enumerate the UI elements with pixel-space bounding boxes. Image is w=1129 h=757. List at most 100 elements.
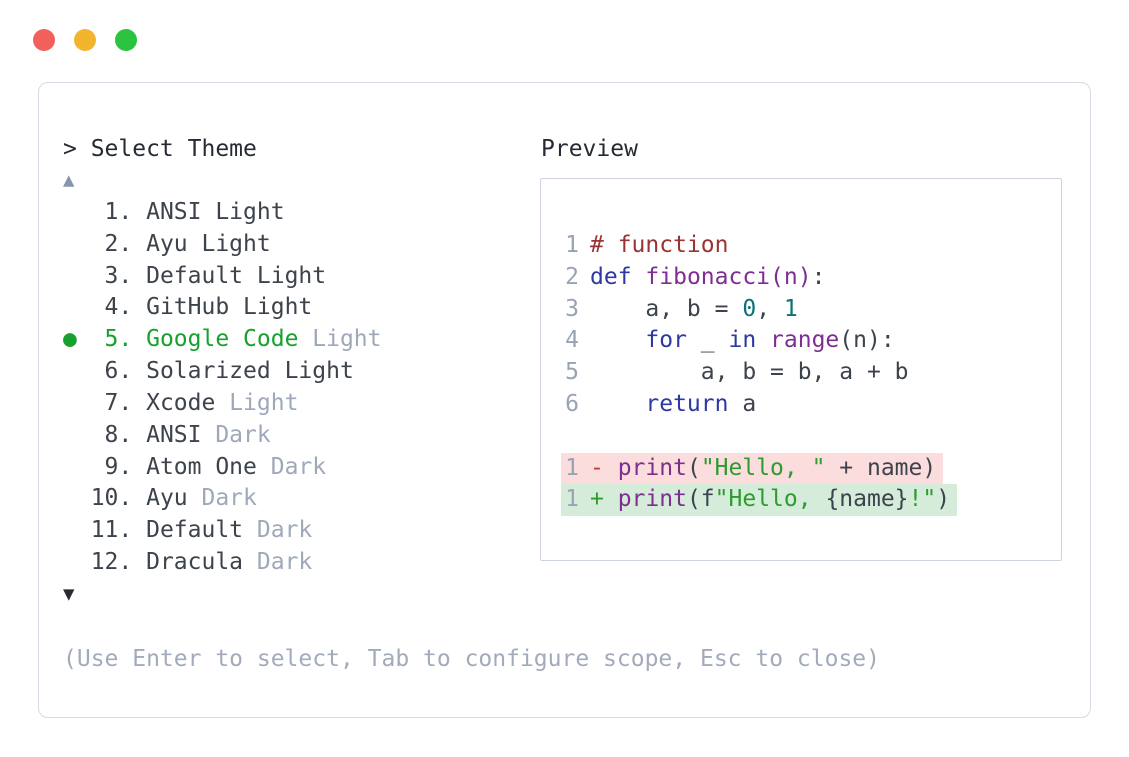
code-token: :	[811, 263, 826, 290]
code-line-content: 5 a, b = b, a + b	[561, 357, 916, 389]
theme-item-variant: Light	[187, 230, 271, 257]
code-token: a	[728, 390, 757, 417]
code-token: (f	[686, 486, 715, 513]
preview-heading: Preview	[541, 136, 638, 162]
code-token: (	[686, 454, 701, 481]
theme-item-name: ANSI	[146, 421, 202, 448]
theme-item-name: Google Code	[146, 326, 299, 353]
theme-item-number: 12.	[90, 549, 147, 576]
scroll-up-icon[interactable]: ▲	[63, 169, 75, 191]
code-token: )	[936, 486, 951, 513]
marker-spacer	[63, 549, 91, 575]
line-number: 3	[565, 295, 579, 322]
marker-spacer	[63, 485, 91, 511]
theme-list-item[interactable]: 10. Ayu Dark	[63, 483, 382, 515]
theme-list-item[interactable]: 12. Dracula Dark	[63, 547, 382, 579]
theme-item-name: Ayu	[146, 485, 188, 512]
theme-item-name: Default	[146, 262, 244, 289]
code-line-content: 1+ print(f"Hello, {name}!")	[561, 484, 958, 517]
zoom-window-icon[interactable]	[115, 29, 137, 51]
code-line: 1# function	[561, 230, 1061, 262]
theme-list: 1. ANSI Light 2. Ayu Light 3. Default Li…	[63, 197, 382, 579]
code-token: "Hello, "	[700, 454, 826, 481]
code-token: print	[617, 486, 687, 513]
code-token: {name}	[825, 486, 909, 513]
scroll-down-icon[interactable]: ▼	[63, 583, 75, 605]
code-token: (n):	[839, 327, 895, 354]
code-token: ,	[756, 295, 784, 322]
theme-item-name: Default	[146, 517, 244, 544]
theme-item-variant: Light	[229, 294, 313, 321]
theme-item-name: Atom One	[146, 453, 257, 480]
code-token: +	[590, 486, 618, 513]
theme-list-item[interactable]: ● 5. Google Code Light	[63, 324, 382, 356]
code-token	[632, 264, 646, 290]
line-number: 6	[565, 390, 579, 417]
code-token: + name)	[825, 454, 937, 481]
theme-item-name: Xcode	[146, 389, 216, 416]
window-controls	[33, 29, 137, 51]
line-number: 1	[565, 454, 579, 481]
selected-marker-icon: ●	[63, 326, 91, 353]
theme-list-item[interactable]: 7. Xcode Light	[63, 388, 382, 420]
code-token: _	[686, 327, 729, 354]
theme-item-variant: Dark	[201, 421, 271, 448]
marker-spacer	[63, 454, 91, 480]
marker-spacer	[63, 390, 91, 416]
theme-item-number: 8.	[90, 421, 147, 448]
code-token: def	[590, 263, 632, 290]
code-line-content: 1# function	[561, 230, 735, 262]
code-line: 4 for _ in range(n):	[561, 325, 1061, 357]
theme-list-item[interactable]: 2. Ayu Light	[63, 229, 382, 261]
code-line: 3 a, b = 0, 1	[561, 294, 1061, 326]
code-line: 6 return a	[561, 389, 1061, 421]
theme-list-item[interactable]: 11. Default Dark	[63, 515, 382, 547]
code-token	[590, 391, 645, 417]
theme-item-name: GitHub	[146, 294, 230, 321]
code-token	[756, 327, 770, 353]
theme-item-variant: Dark	[243, 517, 313, 544]
marker-spacer	[63, 199, 91, 225]
theme-item-name: Ayu	[146, 230, 188, 257]
code-line-content: 3 a, b = 0, 1	[561, 294, 805, 326]
theme-item-number: 9.	[90, 453, 147, 480]
line-number: 5	[565, 359, 579, 386]
code-token: !"	[908, 486, 937, 513]
code-token: -	[590, 454, 618, 481]
theme-list-item[interactable]: 6. Solarized Light	[63, 356, 382, 388]
code-token	[590, 327, 645, 353]
code-token: in	[728, 327, 757, 354]
diff-code-line: 1+ print(f"Hello, {name}!")	[561, 484, 1061, 517]
theme-list-item[interactable]: 1. ANSI Light	[63, 197, 382, 229]
theme-list-item[interactable]: 4. GitHub Light	[63, 292, 382, 324]
theme-item-variant: Dark	[243, 549, 313, 576]
theme-list-item[interactable]: 9. Atom One Dark	[63, 452, 382, 484]
code-token: fibonacci(n)	[645, 263, 812, 290]
theme-list-item[interactable]: 8. ANSI Dark	[63, 420, 382, 452]
marker-spacer	[63, 358, 91, 384]
minimize-window-icon[interactable]	[74, 29, 96, 51]
close-window-icon[interactable]	[33, 29, 55, 51]
select-theme-prompt: > Select Theme	[63, 136, 257, 162]
code-line	[561, 421, 1061, 453]
code-token: range	[770, 327, 840, 354]
theme-item-number: 10.	[90, 485, 147, 512]
theme-item-number: 11.	[90, 517, 147, 544]
line-number: 4	[565, 327, 579, 354]
theme-list-item[interactable]: 3. Default Light	[63, 261, 382, 293]
marker-spacer	[63, 263, 91, 289]
marker-spacer	[63, 422, 91, 448]
theme-item-variant: Light	[243, 262, 327, 289]
code-token: # function	[590, 232, 729, 258]
theme-item-number: 7.	[90, 389, 147, 416]
marker-spacer	[63, 231, 91, 257]
code-token: a, b =	[590, 295, 743, 322]
code-token: 0	[742, 295, 757, 322]
diff-code-line: 1- print("Hello, " + name)	[561, 452, 1061, 485]
theme-item-number: 6.	[90, 358, 147, 385]
code-token: print	[617, 454, 687, 481]
code-line-content: 4 for _ in range(n):	[561, 325, 902, 357]
code-token: return	[645, 390, 729, 417]
